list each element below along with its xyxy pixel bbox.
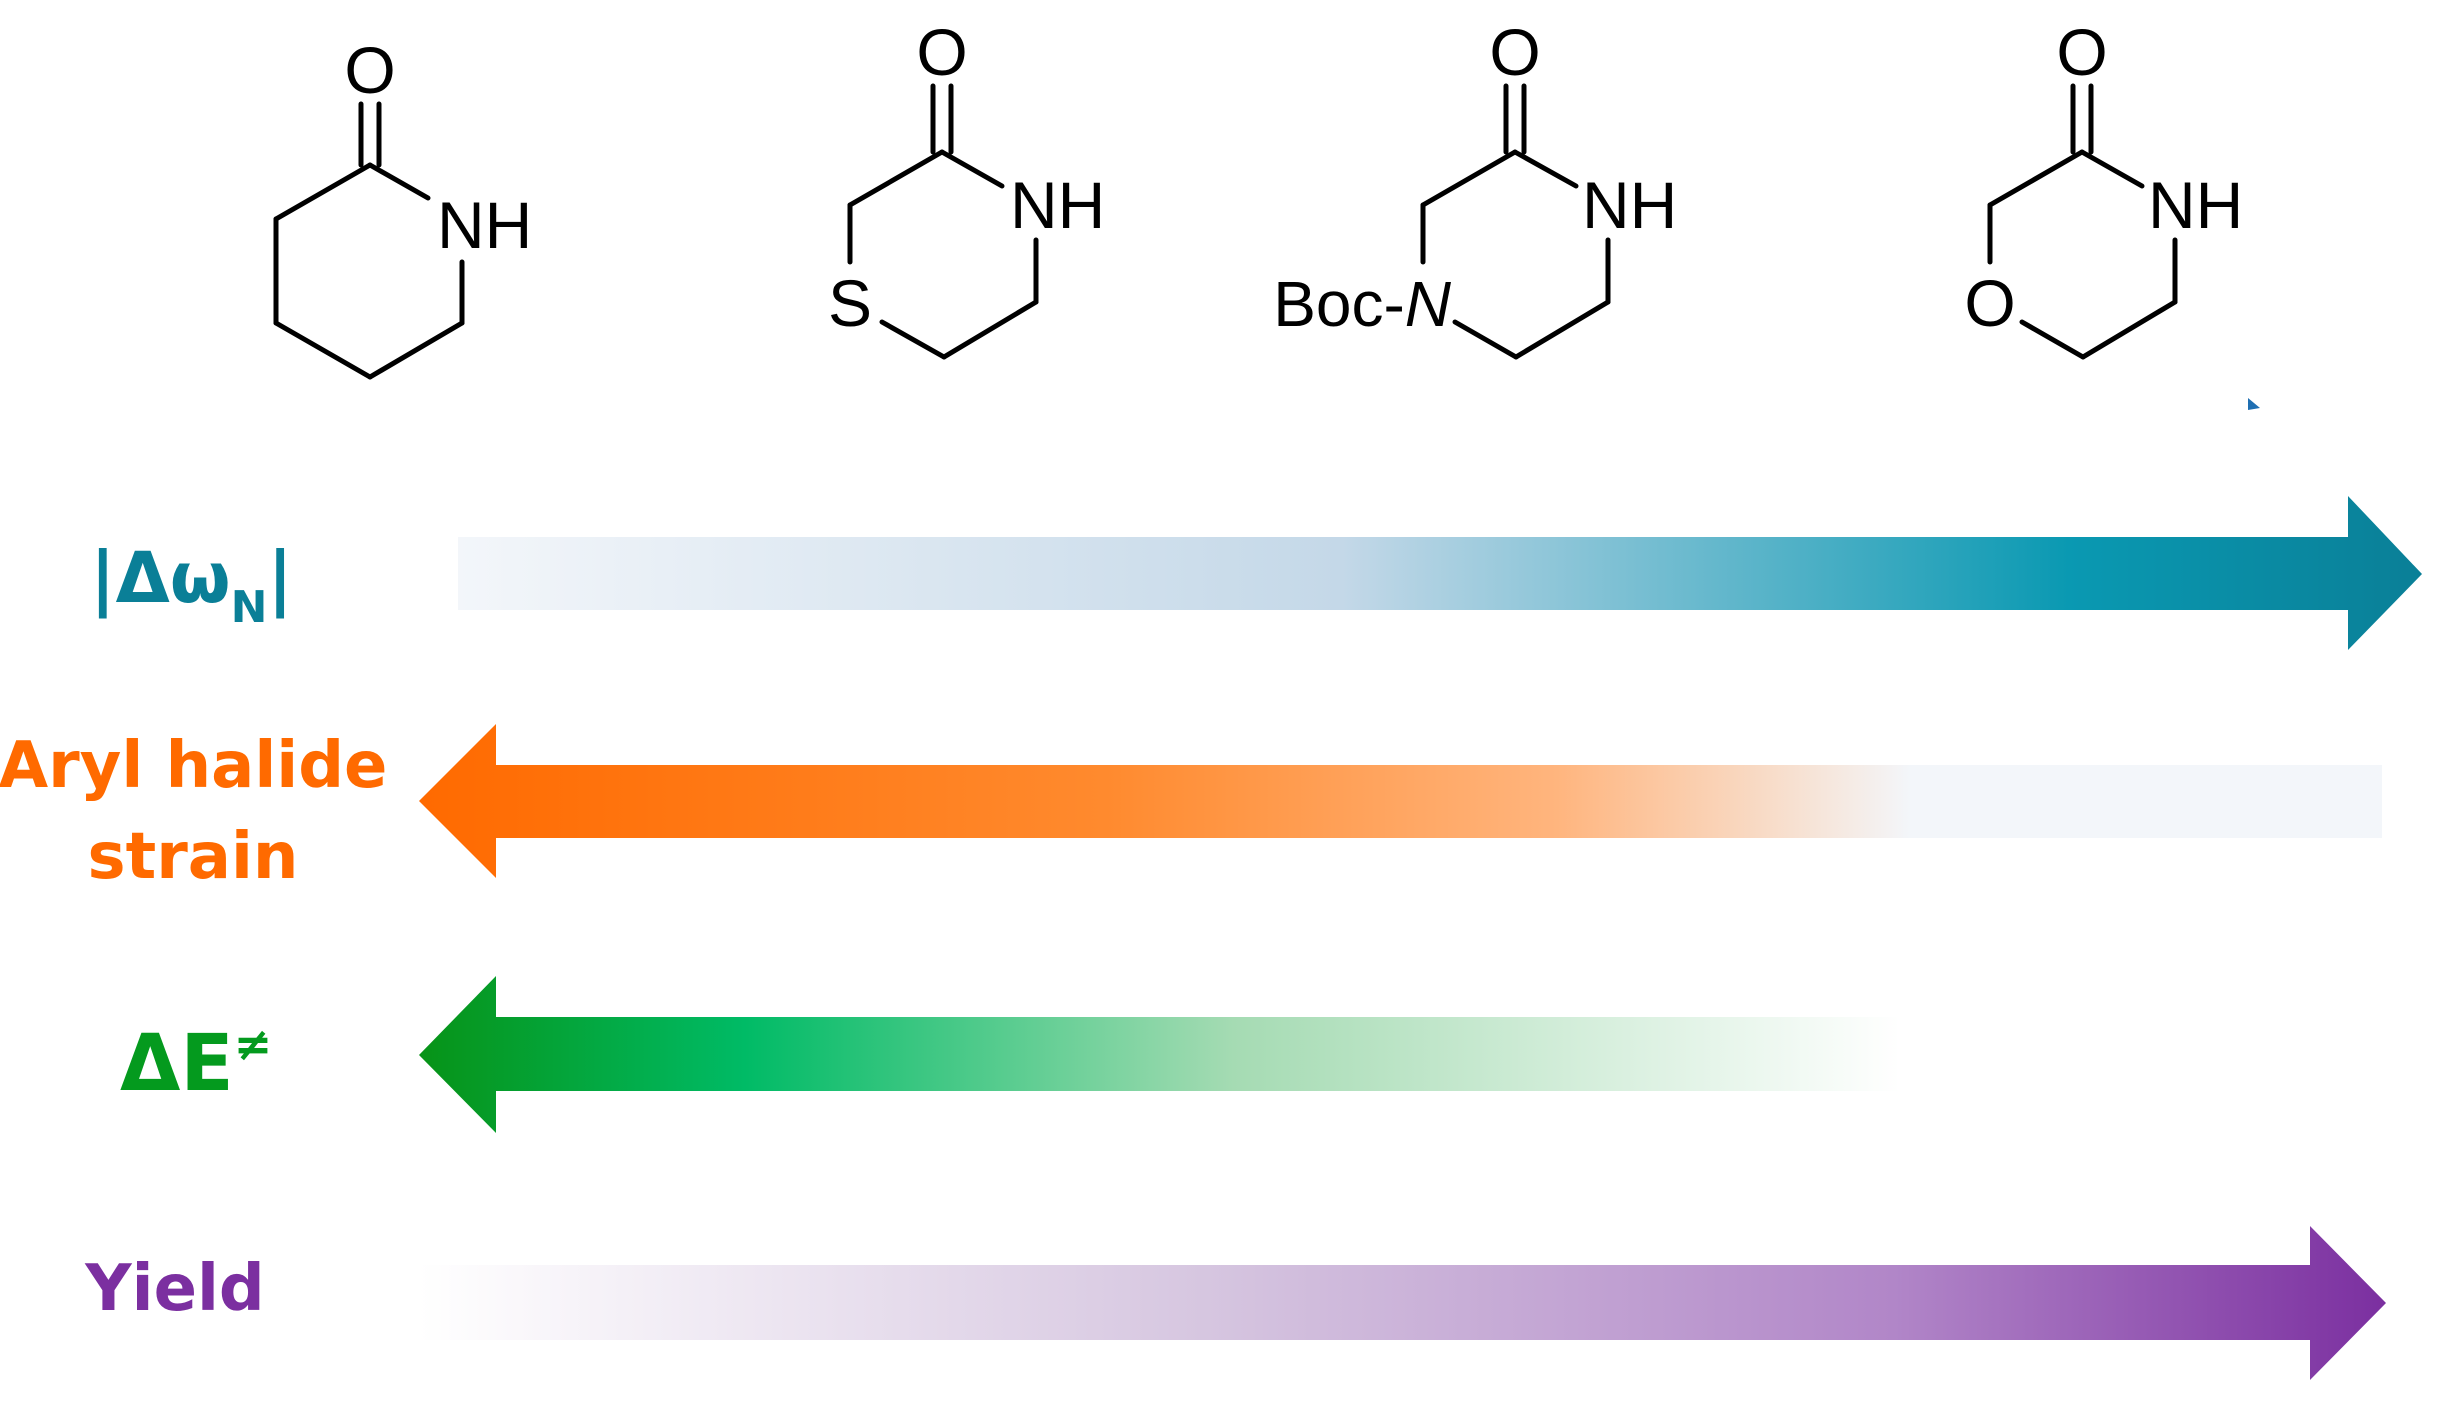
molecule-morpholinone: O NH O [1964, 15, 2243, 360]
carbonyl-oxygen-label: O [344, 33, 395, 107]
aryl-halide-label-line2: strain [88, 820, 299, 894]
carbonyl-double-bond [930, 83, 954, 155]
ring-oxygen-label: O [1964, 266, 2015, 340]
delta-omega-main: |Δω [90, 537, 231, 619]
yield-label: Yield [84, 1252, 264, 1326]
yield-arrow [418, 1226, 2386, 1380]
nh-label: NH [1010, 168, 1105, 242]
carbonyl-double-bond [358, 101, 382, 168]
delta-omega-arrow [458, 496, 2422, 650]
carbonyl-double-bond [1503, 83, 1527, 155]
aryl-halide-label-line1: Aryl halide [0, 729, 387, 803]
activation-energy-label: ΔE≠ [120, 1017, 272, 1109]
delta-omega-label: |ΔωN| [90, 537, 293, 633]
trend-row-delta-omega: |ΔωN| [90, 496, 2422, 650]
ring-bonds [1420, 149, 1611, 360]
nh-label: NH [437, 188, 532, 262]
ring-bonds [1987, 149, 2178, 360]
trend-row-activation-energy: ΔE≠ [120, 976, 1900, 1133]
molecule-thiomorpholinone: O NH S [828, 15, 1105, 360]
ring-bonds [273, 162, 465, 380]
boc-nitrogen-label: Boc-N [1273, 268, 1452, 340]
nitrogen-atom: N [1405, 268, 1452, 340]
stray-mark [2248, 398, 2260, 410]
molecule-boc-piperazinone: O NH Boc-N [1273, 15, 1677, 360]
activation-energy-main: ΔE [120, 1019, 234, 1109]
sulfur-label: S [828, 266, 872, 340]
carbonyl-oxygen-label: O [1489, 15, 1540, 89]
delta-omega-subscript: N [231, 582, 268, 633]
carbonyl-oxygen-label: O [2056, 15, 2107, 89]
ring-bonds [847, 149, 1039, 360]
activation-energy-arrow [419, 976, 1900, 1133]
delta-omega-end: | [267, 537, 293, 619]
carbonyl-double-bond [2070, 83, 2094, 155]
trend-row-yield: Yield [84, 1226, 2386, 1380]
boc-prefix: Boc- [1273, 268, 1405, 340]
trend-row-aryl-halide-strain: Aryl halide strain [0, 724, 2382, 894]
aryl-halide-strain-arrow [419, 724, 2382, 878]
molecule-piperidinone: O NH [273, 33, 532, 380]
activation-energy-superscript: ≠ [234, 1017, 273, 1071]
nh-label: NH [1582, 168, 1677, 242]
nh-label: NH [2148, 168, 2243, 242]
carbonyl-oxygen-label: O [916, 15, 967, 89]
